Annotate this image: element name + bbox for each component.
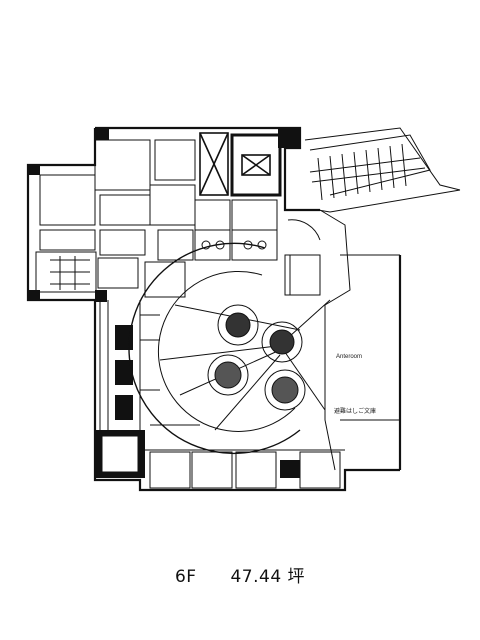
floor-number: 6F (174, 567, 197, 587)
bottom-rooms (140, 424, 345, 489)
floor-caption: 6F 47.44 坪 (0, 562, 480, 587)
stair-note-label: 避難はしご文庫 (334, 407, 376, 415)
open-hall (289, 209, 400, 471)
core-room (102, 436, 138, 472)
exterior-staircase (304, 127, 461, 213)
hall-label: Anteroom (336, 354, 362, 360)
circular-lounge (128, 242, 331, 454)
restrooms (144, 199, 321, 298)
floor-plan-drawing: Anteroom 避難はしご文庫 (26, 126, 461, 492)
elevator-shafts (199, 132, 282, 197)
floor-area: 47.44 坪 (230, 567, 306, 587)
round-tables (207, 304, 306, 411)
left-rooms (35, 139, 196, 430)
